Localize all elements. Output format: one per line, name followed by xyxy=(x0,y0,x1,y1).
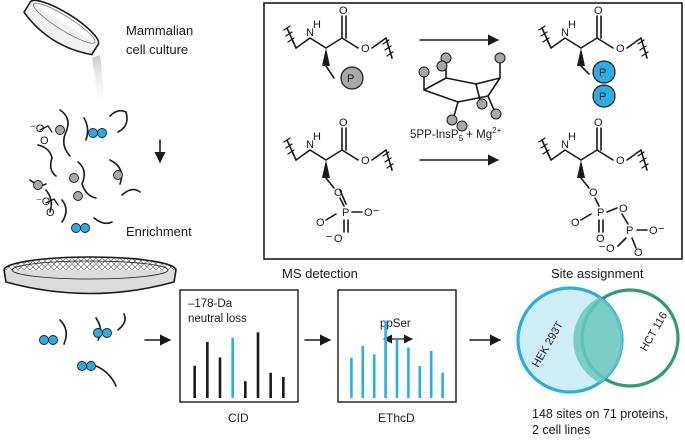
cid-note-1: –178-Da xyxy=(188,298,233,310)
svg-text:N: N xyxy=(561,27,569,39)
ethcd-label: EThcD xyxy=(378,411,415,425)
ethcd-bars xyxy=(350,320,444,398)
svg-text:O: O xyxy=(594,5,603,17)
svg-text:O: O xyxy=(361,43,370,55)
mammalian-label-1: Mammalian xyxy=(126,23,193,38)
summary-line-2: 2 cell lines xyxy=(532,423,590,437)
venn-diagram: HEK 293T HCT 116 xyxy=(516,286,680,394)
enrichment-label: Enrichment xyxy=(126,224,192,239)
mammalian-label-2: cell culture xyxy=(126,42,188,57)
svg-text:P: P xyxy=(597,207,604,219)
reagent-label: 5PP-InsP5 + Mg2+ xyxy=(410,126,502,143)
ms-detection-label: MS detection xyxy=(282,266,358,281)
insp-molecule xyxy=(418,52,506,132)
site-assignment-label: Site assignment xyxy=(551,266,644,281)
venn-overlap xyxy=(573,297,623,383)
svg-text:O: O xyxy=(571,217,580,229)
svg-text:⁻O: ⁻O xyxy=(36,196,51,208)
hct-label: HCT 116 xyxy=(638,310,670,353)
svg-text:P: P xyxy=(599,67,606,79)
cid-label: CID xyxy=(228,411,249,425)
svg-text:H: H xyxy=(313,131,321,143)
ppser-label: ppSer xyxy=(380,318,411,330)
svg-text:O: O xyxy=(40,135,49,147)
svg-text:N: N xyxy=(561,139,569,151)
svg-text:O: O xyxy=(616,43,625,55)
substrate-top: N H O O P xyxy=(283,5,394,90)
svg-text:O: O xyxy=(619,203,628,215)
cid-note-2: neutral loss xyxy=(188,313,247,325)
svg-text:O: O xyxy=(361,155,370,167)
svg-text:O: O xyxy=(334,233,343,245)
svg-text:O: O xyxy=(594,117,603,129)
svg-text:O: O xyxy=(339,5,348,17)
cid-frame xyxy=(179,289,299,403)
reaction-box xyxy=(263,2,683,260)
svg-text:O: O xyxy=(364,207,373,219)
svg-text:P: P xyxy=(599,91,606,103)
enriched-peptides xyxy=(39,313,126,387)
svg-text:N: N xyxy=(306,27,314,39)
svg-text:−: − xyxy=(599,241,605,253)
svg-text:O: O xyxy=(589,187,598,199)
svg-text:⁻O: ⁻O xyxy=(30,123,45,135)
substrate-bottom: N H O O O P O O − O − xyxy=(283,117,394,245)
svg-text:O: O xyxy=(316,217,325,229)
svg-text:H: H xyxy=(313,19,321,31)
summary-line-1: 148 sites on 71 proteins, xyxy=(532,407,668,421)
cid-bars xyxy=(193,332,285,398)
svg-text:O: O xyxy=(649,225,658,237)
svg-text:O: O xyxy=(46,207,55,219)
svg-text:P: P xyxy=(347,73,354,85)
svg-text:O: O xyxy=(616,155,625,167)
svg-text:H: H xyxy=(568,19,576,31)
product-bottom: N H O O O P O O P O − O − O O xyxy=(538,117,664,259)
product-top: N H O O P P xyxy=(538,5,649,108)
svg-text:N: N xyxy=(306,139,314,151)
svg-text:P: P xyxy=(342,207,349,219)
svg-text:−: − xyxy=(658,223,664,235)
peptide-mixture: ⁻O O ⁻O O xyxy=(29,109,141,233)
cell-culture-dish xyxy=(22,0,104,110)
svg-text:−: − xyxy=(373,205,379,217)
svg-text:O: O xyxy=(334,187,343,199)
enrichment-sieve xyxy=(3,256,177,295)
svg-text:O: O xyxy=(634,247,643,259)
svg-text:H: H xyxy=(568,131,576,143)
svg-text:O: O xyxy=(339,117,348,129)
cid-spectrum: –178-Da neutral loss xyxy=(179,289,299,403)
svg-text:O: O xyxy=(596,233,605,245)
ethcd-spectrum: ppSer xyxy=(337,289,457,403)
svg-text:−: − xyxy=(326,231,332,243)
svg-text:O: O xyxy=(606,243,615,255)
svg-text:P: P xyxy=(626,225,633,237)
